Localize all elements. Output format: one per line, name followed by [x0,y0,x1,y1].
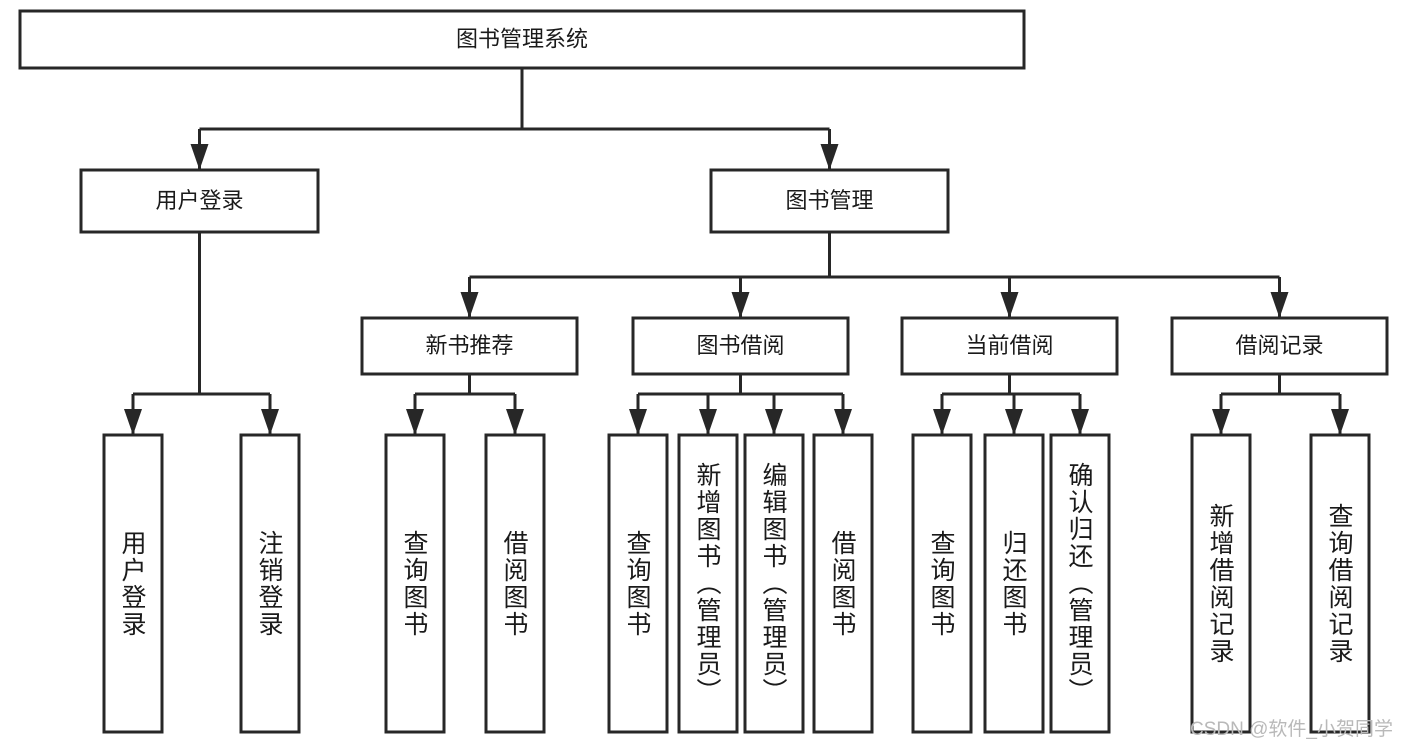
node-box-book-manage[interactable] [709,168,950,234]
node-box-borrow-record[interactable] [1170,316,1389,376]
arrow-head-icon [1212,409,1230,435]
arrow-head-icon [834,409,852,435]
arrow-head-icon [506,409,524,435]
watermark-text: CSDN @软件_小贺同学 [1190,719,1393,740]
node-label-current-borrow: 当前借阅 [965,333,1053,358]
arrow-head-icon [1270,292,1289,318]
arrow-head-icon [629,409,647,435]
node-box-leaf-add-record[interactable] [1190,433,1252,734]
node-box-leaf-add-book[interactable] [677,433,739,734]
arrow-head-icon [765,409,783,435]
arrow-head-icon [1331,409,1349,435]
node-label-leaf-query-book-2: 查询图书 [623,529,651,638]
node-box-book-borrow[interactable] [631,316,850,376]
node-box-leaf-query-book-3[interactable] [911,433,973,734]
node-label-leaf-query-record: 查询借阅记录 [1325,502,1353,665]
node-label-leaf-confirm-return: 确认归还（管理员） [1065,462,1093,705]
node-box-leaf-confirm-return[interactable] [1049,433,1111,734]
node-box-leaf-borrow-book-1[interactable] [484,433,546,734]
node-box-leaf-edit-book[interactable] [743,433,805,734]
node-label-leaf-add-book: 新增图书（管理员） [693,462,721,705]
node-box-leaf-query-record[interactable] [1309,433,1371,734]
node-box-root[interactable] [18,9,1026,70]
node-label-leaf-add-record: 新增借阅记录 [1206,502,1234,665]
node-box-layer [18,9,1389,734]
node-box-leaf-logout[interactable] [239,433,301,734]
node-box-leaf-user-login[interactable] [102,433,164,734]
node-label-book-manage: 图书管理 [785,188,873,213]
arrow-head-icon [190,144,209,170]
connector-layer [124,68,1349,435]
node-box-leaf-query-book-1[interactable] [384,433,446,734]
node-label-leaf-edit-book: 编辑图书（管理员） [759,462,787,705]
node-box-leaf-return-book[interactable] [983,433,1045,734]
arrow-head-icon [933,409,951,435]
node-label-book-borrow: 图书借阅 [696,333,784,358]
node-box-current-borrow[interactable] [900,316,1119,376]
node-label-leaf-return-book: 归还图书 [999,529,1027,638]
arrow-head-icon [460,292,479,318]
node-label-leaf-borrow-book-1: 借阅图书 [500,529,528,638]
arrow-head-icon [1000,292,1019,318]
node-label-leaf-query-book-1: 查询图书 [400,529,428,638]
arrow-head-icon [820,144,839,170]
arrow-head-icon [1071,409,1089,435]
node-label-user-login: 用户登录 [155,188,243,213]
arrow-head-icon [1005,409,1023,435]
node-box-user-login[interactable] [79,168,320,234]
node-label-borrow-record: 借阅记录 [1235,333,1323,358]
arrow-head-icon [261,409,279,435]
node-box-leaf-borrow-book-2[interactable] [812,433,874,734]
node-label-new-book-recommend: 新书推荐 [425,333,513,358]
arrow-head-icon [699,409,717,435]
node-label-leaf-borrow-book-2: 借阅图书 [828,529,856,638]
node-label-leaf-user-login: 用户登录 [118,529,146,638]
arrow-head-icon [406,409,424,435]
arrow-head-icon [124,409,142,435]
arrow-head-icon [731,292,750,318]
node-label-leaf-logout: 注销登录 [255,529,283,638]
node-box-new-book-recommend[interactable] [360,316,579,376]
node-box-leaf-query-book-2[interactable] [607,433,669,734]
node-label-root: 图书管理系统 [456,26,588,51]
node-label-leaf-query-book-3: 查询图书 [927,529,955,638]
